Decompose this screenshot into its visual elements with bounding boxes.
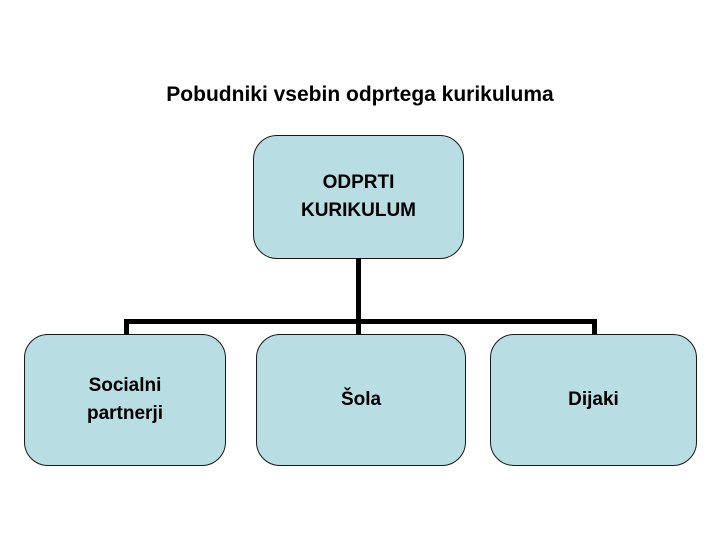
connector-drop-center: [356, 319, 361, 337]
diagram-node-dijaki[interactable]: Dijaki: [490, 334, 697, 466]
connector-drop-right: [592, 319, 597, 337]
page-title: Pobudniki vsebin odprtega kurikuluma: [166, 83, 554, 106]
diagram-node-label: Dijaki: [568, 389, 619, 410]
diagram-node-label: Šola: [340, 389, 382, 410]
diagram-node-odprti-kurikulum[interactable]: ODPRTI KURIKULUM: [253, 135, 464, 259]
diagram-node-socialni-partnerji[interactable]: Socialni partnerji: [24, 334, 226, 466]
diagram-node-sola[interactable]: Šola: [256, 334, 466, 466]
diagram-node-label: Socialni partnerji: [86, 375, 164, 424]
diagram-node-label: ODPRTI KURIKULUM: [300, 172, 417, 221]
connector-trunk-vertical: [356, 258, 361, 323]
connector-drop-left: [124, 319, 129, 337]
